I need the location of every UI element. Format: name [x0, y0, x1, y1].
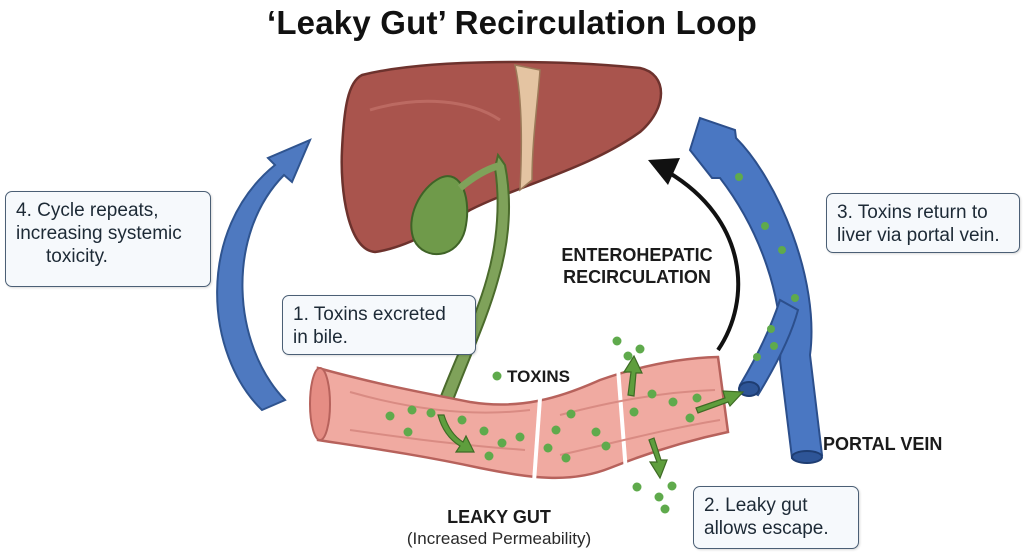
callout-step1-line2: in bile. [293, 327, 348, 348]
callout-step1: 1. Toxins excreted in bile. [282, 295, 476, 355]
intestine-icon [309, 355, 730, 483]
leaky-gut-label: LEAKY GUT [447, 507, 551, 527]
portal-vein-icon [688, 116, 824, 464]
recirculation-arrow-icon [648, 158, 741, 352]
toxins-label: TOXINS [507, 367, 570, 386]
enterohepatic-line2: RECIRCULATION [563, 267, 711, 287]
callout-step4: 4. Cycle repeats, increasing systemic to… [5, 191, 211, 287]
callout-step2-line2: allows escape. [704, 518, 829, 539]
toxin-dots-intestine [385, 389, 702, 463]
callout-step4-line2: increasing systemic [16, 223, 182, 244]
callout-step1-line1: 1. Toxins excreted [293, 304, 446, 325]
escaping-toxins [492, 336, 677, 514]
callout-step3-line1: 3. Toxins return to [837, 202, 988, 223]
enterohepatic-label: ENTEROHEPATIC RECIRCULATION [548, 244, 726, 288]
callout-step3-line2: liver via portal vein. [837, 225, 1000, 246]
callout-step2: 2. Leaky gut allows escape. [693, 486, 859, 549]
enterohepatic-line1: ENTEROHEPATIC [561, 245, 713, 265]
page-title: ‘Leaky Gut’ Recirculation Loop [266, 4, 758, 41]
callout-step4-line3: toxicity. [46, 246, 108, 267]
callout-step4-line1: 4. Cycle repeats, [16, 200, 159, 221]
cycle-arrow-left-icon [216, 138, 312, 412]
portal-vein-label: PORTAL VEIN [823, 434, 943, 454]
leaky-gut-subtitle: (Increased Permeability) [406, 529, 592, 548]
escape-arrows-icon [437, 354, 745, 480]
callout-step2-line1: 2. Leaky gut [704, 495, 808, 516]
callout-step3: 3. Toxins return to liver via portal vei… [826, 193, 1020, 253]
